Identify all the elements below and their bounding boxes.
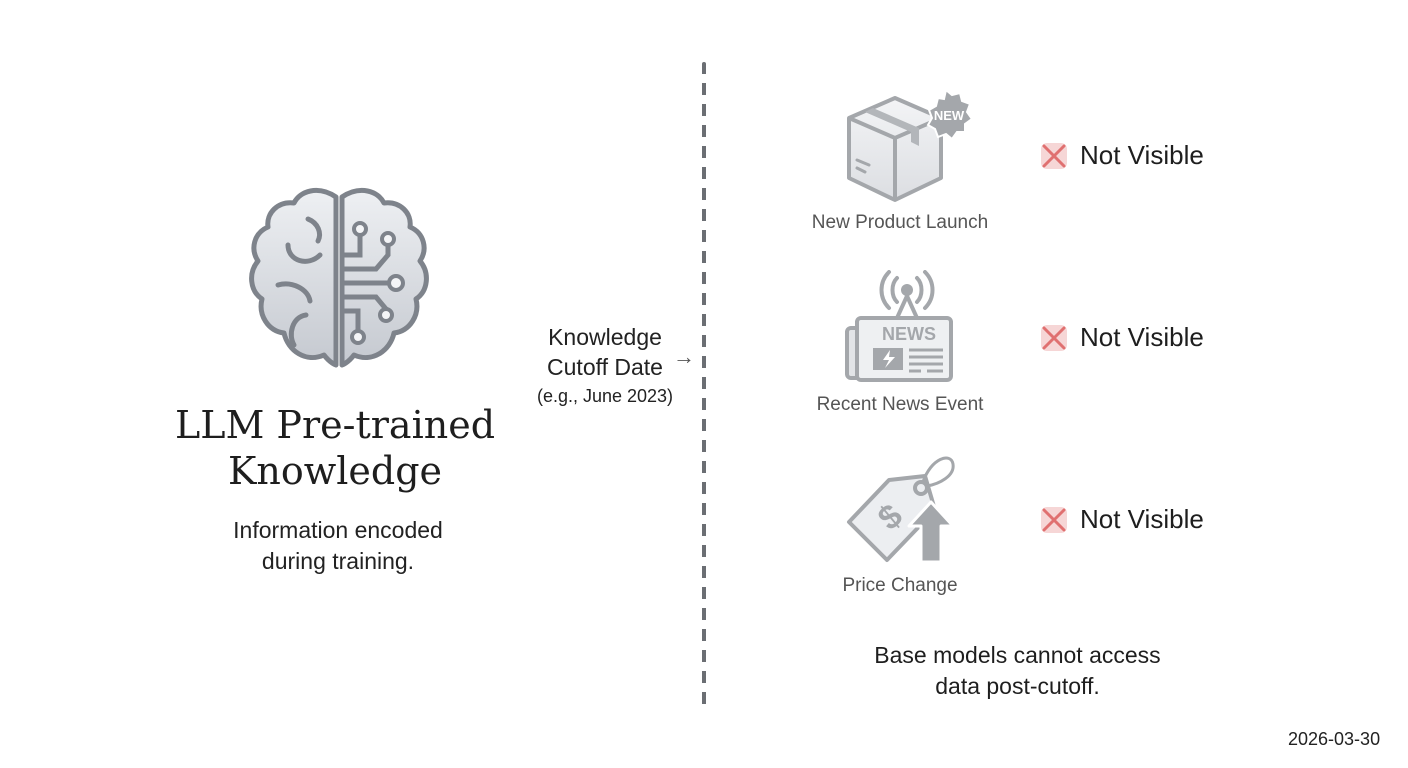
- cutoff-divider: [702, 62, 706, 708]
- main-subtitle: Information encoded during training.: [170, 515, 506, 577]
- cutoff-example: (e.g., June 2023): [536, 386, 674, 406]
- status-not-visible-2: Not Visible: [1040, 322, 1204, 353]
- status-text: Not Visible: [1080, 504, 1204, 534]
- footer-line-2: data post-cutoff.: [935, 673, 1100, 699]
- status-text: Not Visible: [1080, 140, 1204, 170]
- status-not-visible-3: Not Visible: [1040, 504, 1204, 535]
- footer-line-1: Base models cannot access: [874, 642, 1161, 668]
- status-not-visible-1: Not Visible: [1040, 140, 1204, 171]
- x-mark-icon: [1041, 142, 1067, 169]
- main-title: LLM Pre-trained Knowledge: [150, 402, 520, 494]
- item-label-new-product: New Product Launch: [811, 212, 989, 233]
- title-line-1: LLM Pre-trained: [174, 403, 496, 447]
- news-broadcast-icon: NEWS: [845, 270, 953, 382]
- title-line-2: Knowledge: [227, 449, 443, 493]
- status-text: Not Visible: [1080, 322, 1204, 352]
- arrow-right-icon: →: [673, 344, 695, 369]
- brain-circuit-icon: [249, 187, 429, 368]
- cutoff-label: Knowledge Cutoff Date (e.g., June 2023): [520, 322, 690, 410]
- footer-note: Base models cannot access data post-cuto…: [830, 640, 1205, 702]
- subtitle-line-1: Information encoded: [233, 517, 443, 543]
- new-box-icon: NEW: [847, 88, 974, 202]
- item-label-price-change: Price Change: [842, 575, 958, 596]
- price-tag-up-icon: $: [847, 456, 955, 564]
- svg-text:NEWS: NEWS: [882, 324, 936, 344]
- svg-text:NEW: NEW: [934, 108, 965, 123]
- cutoff-line-2: Cutoff Date: [547, 354, 663, 380]
- cutoff-line-1: Knowledge: [548, 324, 662, 350]
- subtitle-line-2: during training.: [261, 548, 415, 574]
- x-mark-icon: [1041, 506, 1067, 533]
- x-mark-icon: [1041, 324, 1067, 351]
- item-label-news-event: Recent News Event: [816, 394, 984, 415]
- date-stamp: 2026-03-30: [1288, 729, 1381, 749]
